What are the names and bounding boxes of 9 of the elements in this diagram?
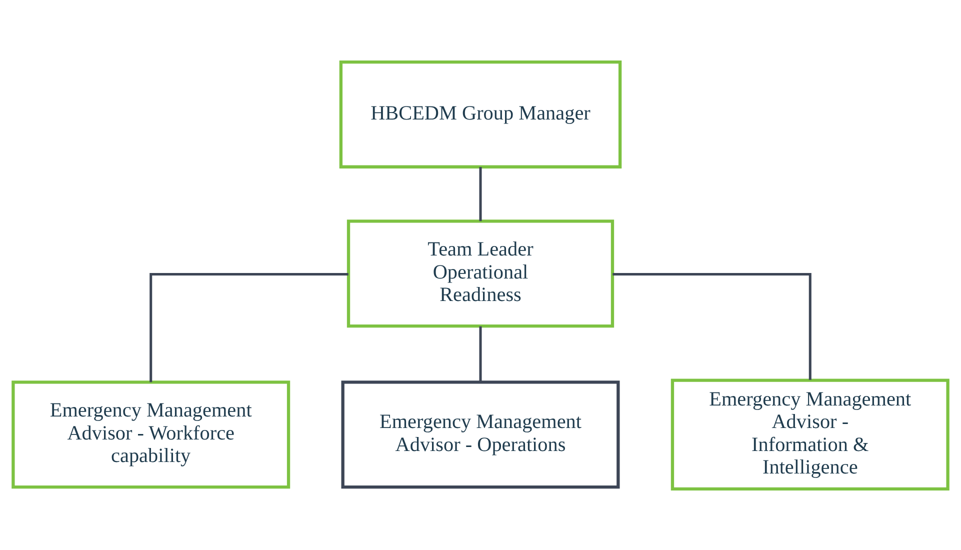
connector (150, 272, 348, 382)
connector (612, 272, 812, 380)
node-box: HBCEDM Group Manager (339, 60, 622, 168)
node-box: Emergency Management Advisor - Workforce capability (12, 380, 290, 488)
node-box: Emergency Management Advisor - Information & Intelligence (670, 378, 950, 490)
node-box: Emergency Management Advisor - Operations (341, 380, 620, 488)
node-box: Team Leader Operational Readiness (346, 219, 614, 328)
connector (479, 326, 482, 382)
connector (479, 166, 482, 221)
